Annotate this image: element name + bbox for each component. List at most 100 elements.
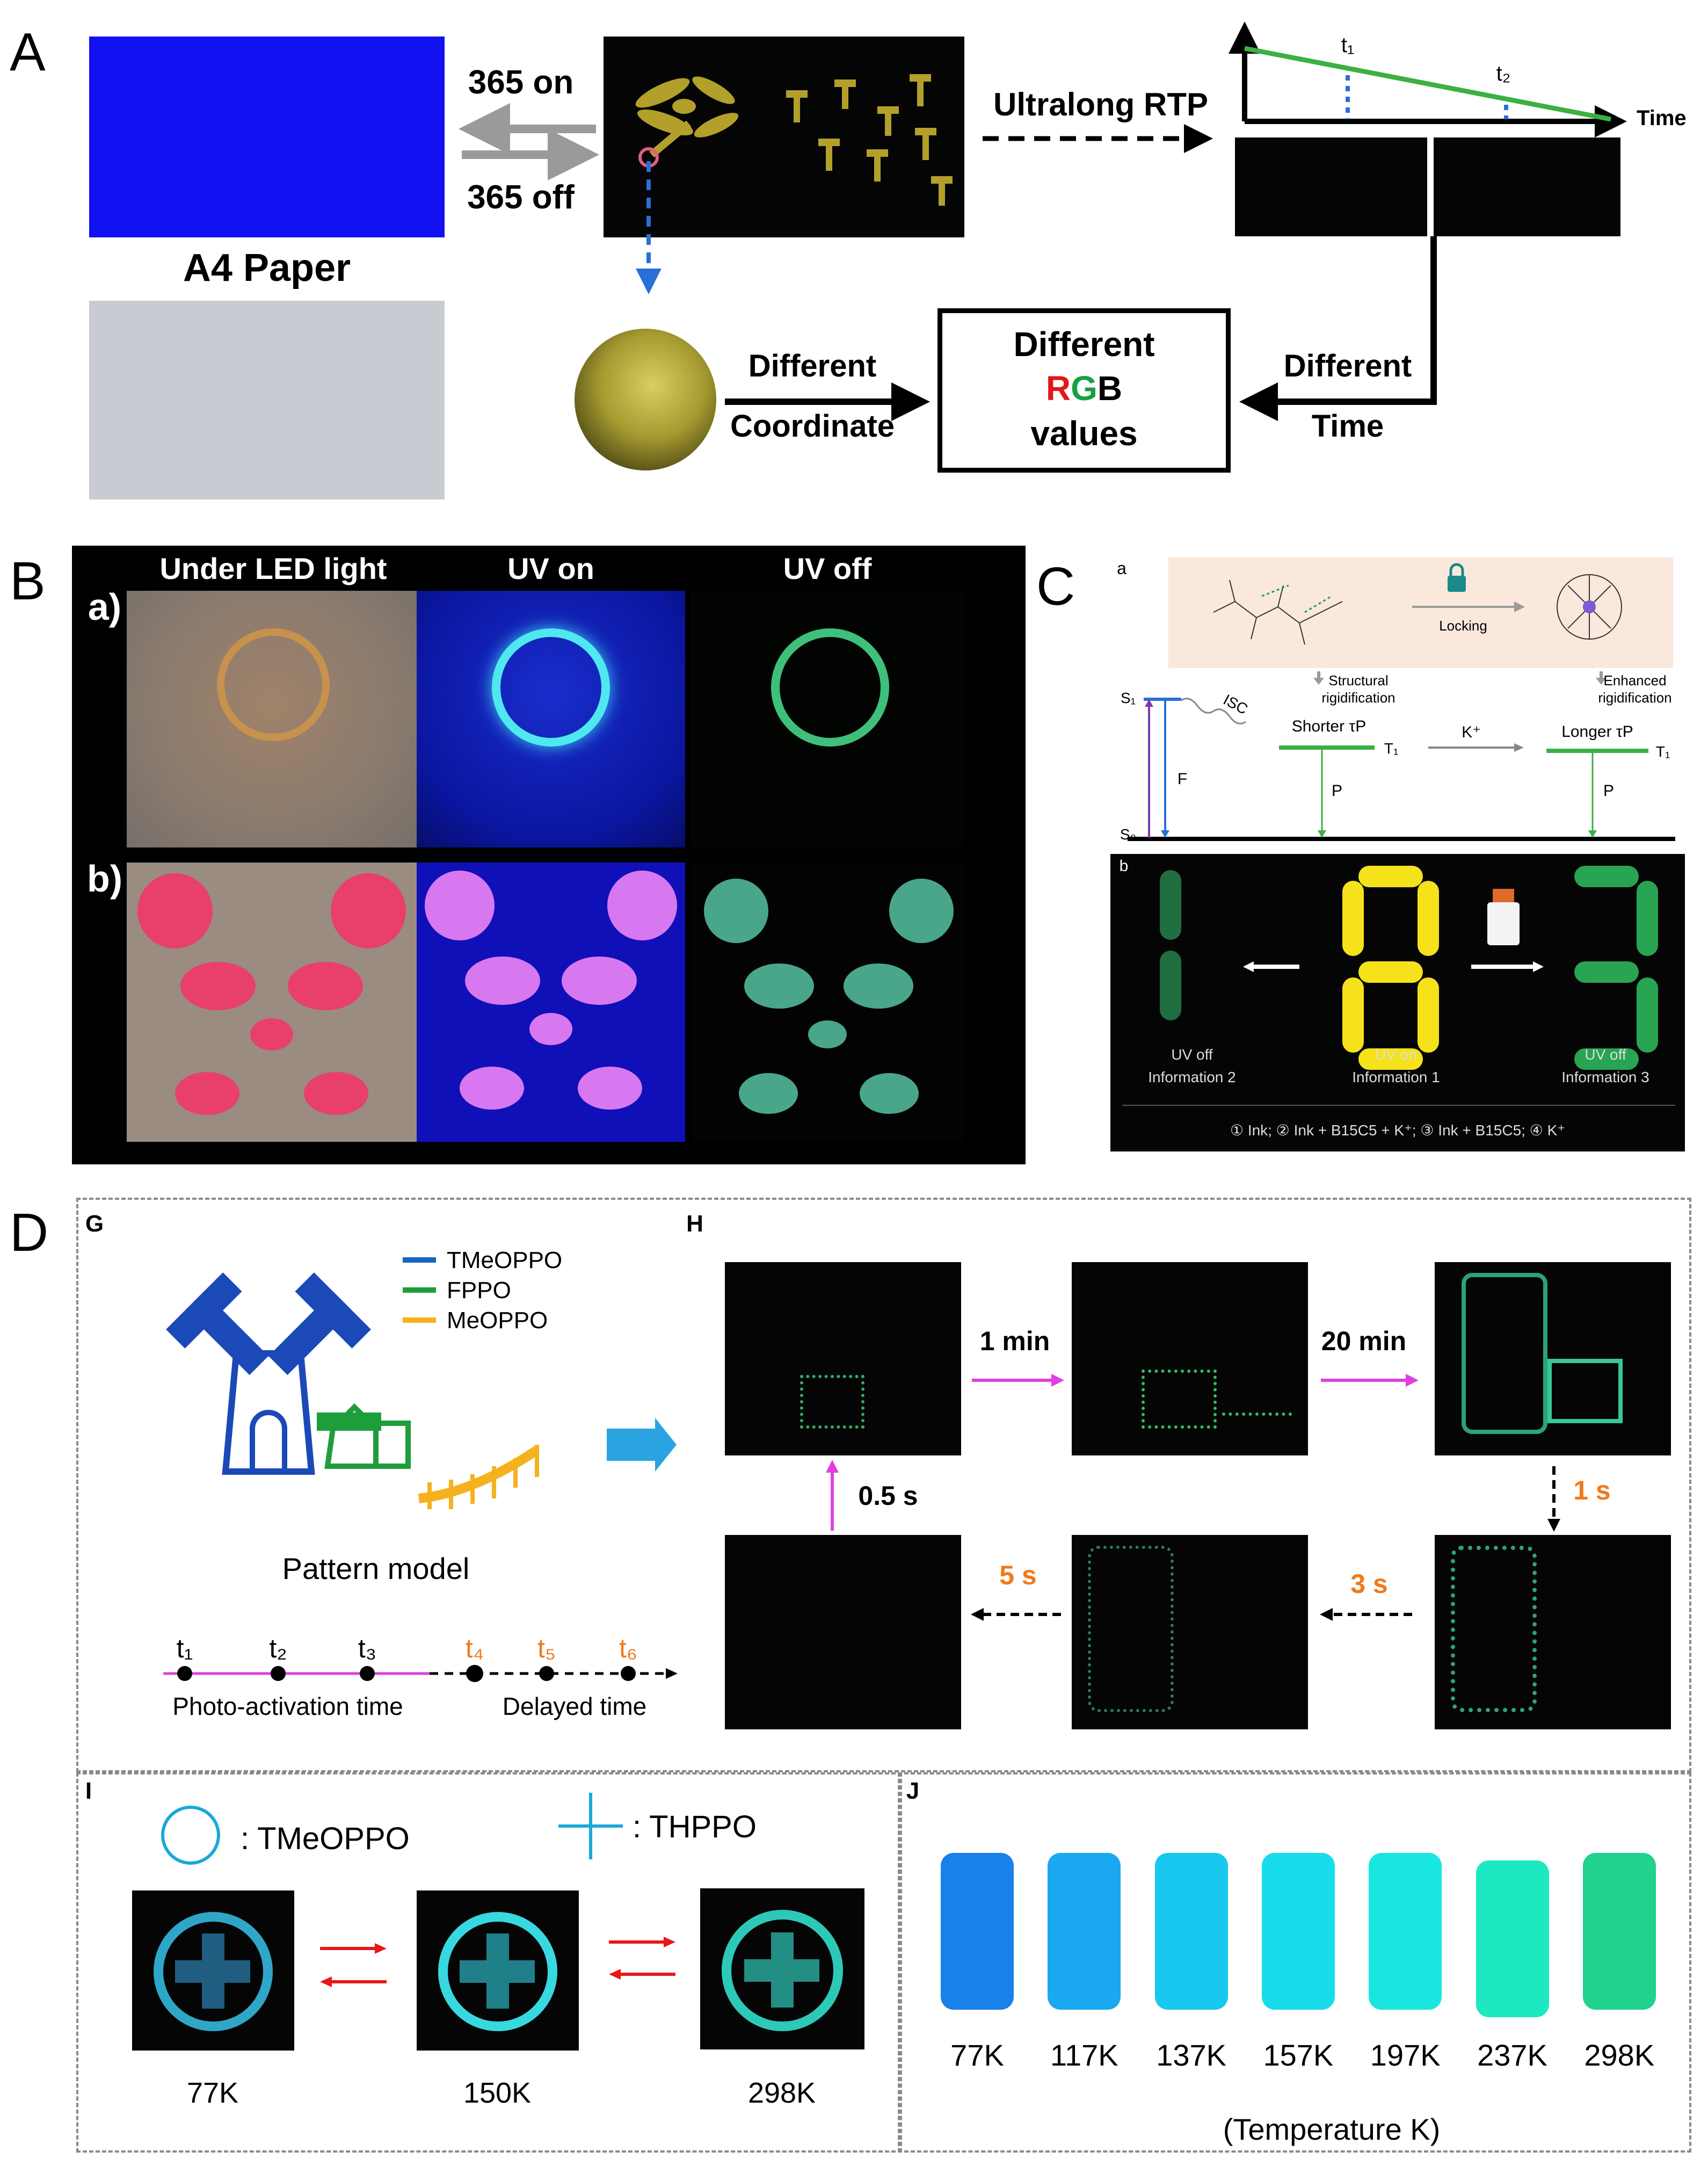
windmill-glow xyxy=(1451,1546,1537,1712)
h-photo-6 xyxy=(725,1535,961,1729)
panda-uv-off-photo xyxy=(691,863,964,1142)
arrow-label-20min: 20 min xyxy=(1321,1326,1407,1356)
structural-label-1: Structural xyxy=(1328,672,1389,689)
yellow-pixel-sphere-icon xyxy=(575,329,716,470)
i-temp-77k: 77K xyxy=(186,2077,239,2109)
panda-led-photo xyxy=(127,863,417,1142)
s0-label: S₀ xyxy=(1120,826,1137,843)
temperature-swatch xyxy=(1048,1853,1121,2010)
legend-tmeoppo: TMeOPPO xyxy=(447,1247,563,1273)
temperature-swatch xyxy=(941,1853,1014,2010)
info1-line2: Information 1 xyxy=(1352,1069,1440,1085)
subpanel-label-j: J xyxy=(906,1778,920,1804)
i-legend-tmeoppo: : TMeOPPO xyxy=(241,1821,410,1856)
temperature-label: 298K xyxy=(1584,2038,1655,2072)
temperature-label: 197K xyxy=(1370,2038,1441,2072)
longer-tau-label: Longer τP xyxy=(1561,723,1633,741)
f-label: F xyxy=(1177,770,1188,788)
arrow-label-5s: 5 s xyxy=(999,1560,1037,1590)
i-red-arrows xyxy=(320,1937,675,1987)
temperature-label: 77K xyxy=(950,2038,1004,2072)
i-photo-150k xyxy=(417,1890,579,2051)
tmeoppo-circle-icon xyxy=(161,1806,220,1865)
windmill-glow xyxy=(1462,1273,1547,1434)
spray-bottle-icon xyxy=(1487,902,1520,945)
h-photo-3 xyxy=(1435,1262,1671,1455)
temperature-label: 157K xyxy=(1263,2038,1334,2072)
t1-label-short: T₁ xyxy=(1384,740,1399,757)
row-label-a: a) xyxy=(88,586,122,628)
seal-uv-on-photo xyxy=(417,591,685,847)
different-time-label-2: Time xyxy=(1311,409,1384,444)
subpanel-label-h: H xyxy=(686,1211,703,1237)
temperature-swatch xyxy=(1261,1853,1335,2010)
temperature-swatch xyxy=(1476,1860,1549,2017)
rgb-values-box xyxy=(937,308,1231,473)
subpanel-label-i: I xyxy=(85,1778,92,1804)
k-plus-label: K⁺ xyxy=(1462,723,1481,741)
h-arrows xyxy=(826,1374,1560,1621)
seven-segment-digits xyxy=(1122,866,1675,1106)
panel-i-frame xyxy=(76,1772,902,2153)
h-photo-5 xyxy=(1072,1535,1308,1729)
rgb-box-line2: RGB xyxy=(937,368,1231,408)
thppo-cross-icon xyxy=(558,1793,623,1859)
col-header-led: Under LED light xyxy=(159,552,387,585)
subpanel-label-b: b xyxy=(1119,857,1129,875)
row-label-b: b) xyxy=(86,858,123,900)
panel-label-a: A xyxy=(10,22,46,82)
dragonfly-pattern xyxy=(635,74,953,206)
t2-label: t₂ xyxy=(1496,62,1511,85)
ultralong-rtp-label: Ultralong RTP xyxy=(993,86,1208,122)
timeline-t6: t₆ xyxy=(619,1633,638,1663)
timeline-t1: t₁ xyxy=(176,1633,193,1663)
arrow-label-3s: 3 s xyxy=(1350,1569,1388,1599)
chemistry-structures xyxy=(1213,563,1622,685)
timeline-t4: t₄ xyxy=(465,1633,484,1663)
temperature-swatch xyxy=(1582,1853,1656,2010)
h-photo-1 xyxy=(725,1262,961,1455)
blue-paper-photo xyxy=(89,37,445,237)
col-header-uv-off: UV off xyxy=(783,552,872,585)
rtp-photo-t1 xyxy=(1235,137,1427,236)
panda-pink-pattern xyxy=(137,873,406,1115)
cross-h-150k xyxy=(460,1960,535,1983)
temperature-label: 117K xyxy=(1050,2038,1118,2072)
windmill-pattern-model xyxy=(163,1257,678,1682)
seal-led-photo xyxy=(127,591,417,847)
time-axis-label: Time xyxy=(1637,106,1687,130)
letter-r: R xyxy=(1045,369,1071,408)
i-photo-77k xyxy=(132,1890,294,2051)
subpanel-label-a: a xyxy=(1117,559,1126,578)
house-glow xyxy=(1547,1359,1623,1423)
letter-b: B xyxy=(1097,369,1123,408)
temperature-swatch xyxy=(1369,1853,1442,2010)
t1-label: t₁ xyxy=(1341,33,1355,57)
p-label-short: P xyxy=(1331,782,1342,800)
letter-g: G xyxy=(1071,369,1098,408)
info3-line1: UV off xyxy=(1585,1046,1626,1063)
arrow-label-1s: 1 s xyxy=(1573,1475,1611,1505)
rgb-box-line3: values xyxy=(1030,414,1138,453)
pattern-model-label: Pattern model xyxy=(282,1552,470,1585)
panda-uv-on-photo xyxy=(417,863,685,1142)
different-coordinate-label-2: Coordinate xyxy=(730,409,895,444)
p-label-long: P xyxy=(1603,782,1614,800)
info2-line2: Information 2 xyxy=(1148,1069,1236,1085)
shorter-tau-label: Shorter τP xyxy=(1291,718,1367,735)
timeline-t2: t₂ xyxy=(269,1633,287,1663)
delayed-time-label: Delayed time xyxy=(502,1692,647,1720)
house-glow xyxy=(1142,1370,1217,1429)
rgb-box-line1: Different xyxy=(1013,325,1155,364)
panda-green-pattern xyxy=(704,879,954,1114)
house-glow xyxy=(800,1375,864,1429)
photo-activation-label: Photo-activation time xyxy=(172,1692,403,1720)
i-temp-150k: 150K xyxy=(463,2077,532,2109)
locking-label: Locking xyxy=(1439,618,1487,634)
i-photo-298k xyxy=(700,1888,864,2049)
365-off-label: 365 off xyxy=(467,179,575,216)
temperature-label: 137K xyxy=(1156,2038,1226,2072)
h-photo-4 xyxy=(1435,1535,1671,1729)
enhanced-label-2: rigidification xyxy=(1598,690,1672,706)
t1-label-long: T₁ xyxy=(1655,743,1670,760)
